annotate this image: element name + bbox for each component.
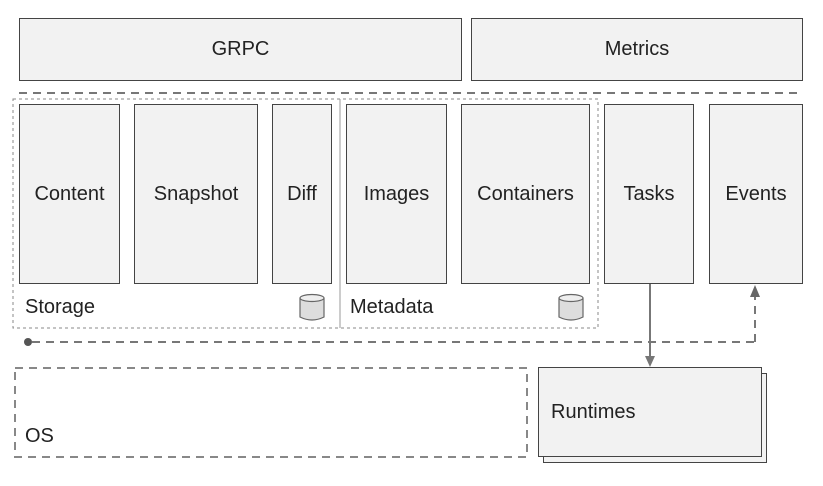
grpc-label: GRPC	[211, 38, 270, 60]
runtimes-label: Runtimes	[551, 400, 636, 423]
metrics-box: Metrics	[471, 18, 803, 81]
runtimes-box: Runtimes	[538, 367, 762, 457]
content-label: Content	[34, 182, 105, 205]
containers-label: Containers	[477, 182, 574, 205]
images-box: Images	[346, 104, 447, 284]
storage-label: Storage	[25, 296, 96, 318]
diff-label: Diff	[287, 182, 317, 205]
containers-box: Containers	[461, 104, 590, 284]
events-label: Events	[725, 182, 787, 205]
grpc-box: GRPC	[19, 18, 462, 81]
database-icon	[299, 293, 325, 321]
metrics-label: Metrics	[604, 38, 670, 60]
tasks-label: Tasks	[623, 182, 675, 205]
content-box: Content	[19, 104, 120, 284]
snapshot-label: Snapshot	[153, 182, 239, 205]
metadata-label: Metadata	[350, 296, 434, 318]
events-box: Events	[709, 104, 803, 284]
os-label: OS	[25, 425, 54, 447]
tasks-box: Tasks	[604, 104, 694, 284]
database-icon	[558, 293, 584, 321]
diff-box: Diff	[272, 104, 332, 284]
snapshot-box: Snapshot	[134, 104, 258, 284]
images-label: Images	[363, 182, 430, 205]
